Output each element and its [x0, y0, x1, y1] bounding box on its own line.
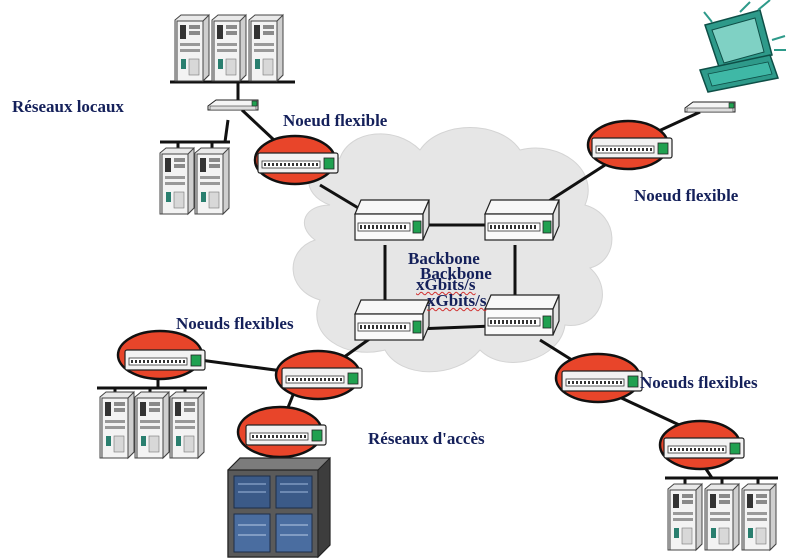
bottom-left-server-group	[99, 391, 205, 459]
network-switch-icon	[124, 349, 206, 371]
backbone-router-bottom-right[interactable]	[484, 294, 560, 336]
backbone-router-top-right[interactable]	[484, 199, 560, 241]
label-reseaux-acces: Réseaux d'accès	[368, 429, 485, 448]
backbone-title-2: Backbone	[420, 264, 492, 283]
network-switch-icon	[484, 199, 560, 241]
server-tower-icon	[99, 391, 135, 459]
backbone-title-1: Backbone	[408, 249, 480, 268]
server-tower-icon	[169, 391, 205, 459]
server-tower-icon	[248, 14, 284, 82]
backbone-speed-2: xGbits/s	[427, 291, 487, 310]
top-server-group	[174, 14, 284, 82]
network-switch-icon	[684, 101, 736, 113]
label-noeud-flexible-right: Noeud flexible	[634, 186, 739, 205]
flexible-node-top-right[interactable]	[586, 119, 673, 171]
label-noeuds-flexibles-right: Noeuds flexibles	[640, 373, 758, 392]
server-tower-icon	[194, 147, 230, 215]
label-noeud-flexible-left: Noeud flexible	[283, 111, 388, 130]
backbone-router-bottom-left[interactable]	[354, 299, 430, 341]
network-switch-icon	[591, 137, 673, 159]
network-switch-icon	[257, 152, 339, 174]
network-switch-icon	[245, 424, 327, 446]
server-tower-icon	[704, 483, 740, 551]
label-reseaux-locaux: Réseaux locaux	[12, 97, 124, 116]
network-switch-icon	[484, 294, 560, 336]
computer-workstation-icon	[699, 0, 786, 93]
mainframe-rack-icon	[227, 456, 331, 559]
network-switch-icon	[281, 367, 363, 389]
flexible-node-right-lower[interactable]	[658, 419, 745, 471]
server-tower-icon	[174, 14, 210, 82]
network-switch-icon	[561, 370, 643, 392]
flexible-node-right-upper[interactable]	[554, 352, 643, 404]
server-tower-icon	[211, 14, 247, 82]
label-noeuds-flexibles-left: Noeuds flexibles	[176, 314, 294, 333]
flexible-node-left-inner[interactable]	[274, 349, 363, 401]
network-switch-icon	[663, 437, 745, 459]
flexible-node-top-left[interactable]	[253, 134, 339, 186]
mid-left-server-group	[159, 147, 230, 215]
server-tower-icon	[159, 147, 195, 215]
server-tower-icon	[134, 391, 170, 459]
flexible-node-left-lower[interactable]	[236, 405, 327, 459]
backbone-router-top-left[interactable]	[354, 199, 430, 241]
network-switch-icon	[354, 199, 430, 241]
flexible-node-left-outer[interactable]	[116, 329, 206, 381]
server-tower-icon	[741, 483, 777, 551]
network-switch-icon	[354, 299, 430, 341]
server-tower-icon	[667, 483, 703, 551]
network-switch-icon	[207, 99, 259, 111]
backbone-speed-1: xGbits/s	[416, 275, 476, 294]
bottom-right-server-group	[667, 483, 777, 551]
